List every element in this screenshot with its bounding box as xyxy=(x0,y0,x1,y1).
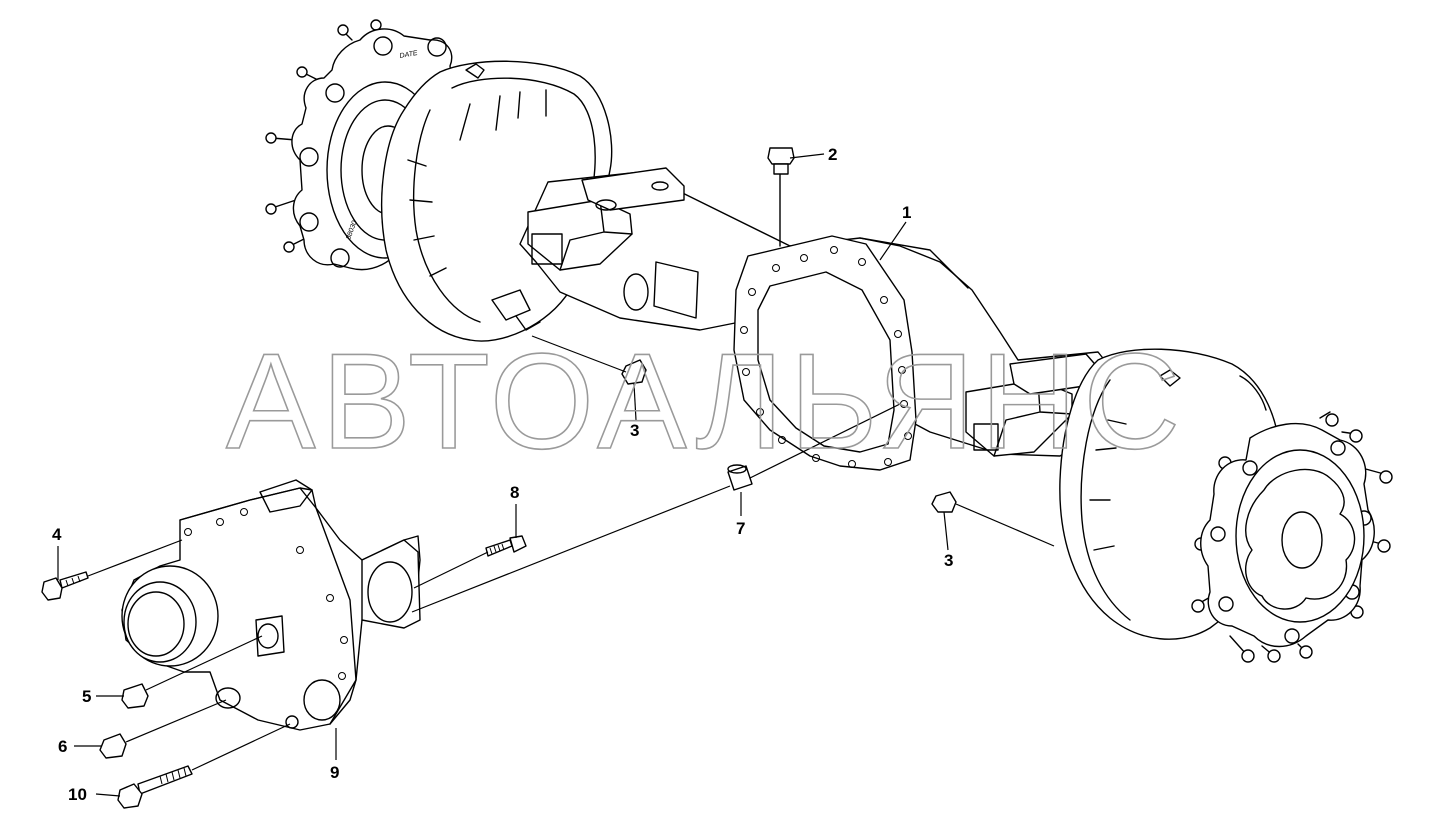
callout-6: 6 xyxy=(58,737,67,756)
leader-lines xyxy=(57,153,1055,797)
callout-5: 5 xyxy=(82,687,91,706)
bolt-10 xyxy=(117,765,193,809)
stud-8 xyxy=(485,535,527,557)
breather-valve xyxy=(767,147,795,247)
plug-upper xyxy=(621,359,647,385)
callout-1: 2 xyxy=(828,145,837,164)
callout-9: 9 xyxy=(330,763,339,782)
callout-3-lower: 3 xyxy=(944,551,953,570)
plug-5 xyxy=(121,683,149,709)
banjo-carrier-opening xyxy=(733,235,969,471)
date-stamp: DATE xyxy=(399,50,418,60)
watermark: АВТОАЛЬЯНС xyxy=(226,325,1186,477)
plug-lower xyxy=(931,491,957,513)
left-hub-studs xyxy=(265,19,382,253)
right-wheel-hub xyxy=(1191,411,1393,663)
gasket-bolt-holes xyxy=(740,246,912,468)
plug-6 xyxy=(99,733,127,759)
callouts: 2 1 3 3 4 5 6 7 8 9 10 xyxy=(52,145,953,804)
callout-7: 7 xyxy=(736,519,745,538)
callout-4: 4 xyxy=(52,525,62,544)
callout-3-upper: 3 xyxy=(630,421,639,440)
dowel-sleeve xyxy=(727,464,753,491)
callout-2: 1 xyxy=(902,203,911,222)
id-plate xyxy=(653,261,699,319)
callout-8: 8 xyxy=(510,483,519,502)
differential-carrier xyxy=(121,479,421,731)
callout-10: 10 xyxy=(68,785,87,804)
bolt-4 xyxy=(41,571,89,601)
